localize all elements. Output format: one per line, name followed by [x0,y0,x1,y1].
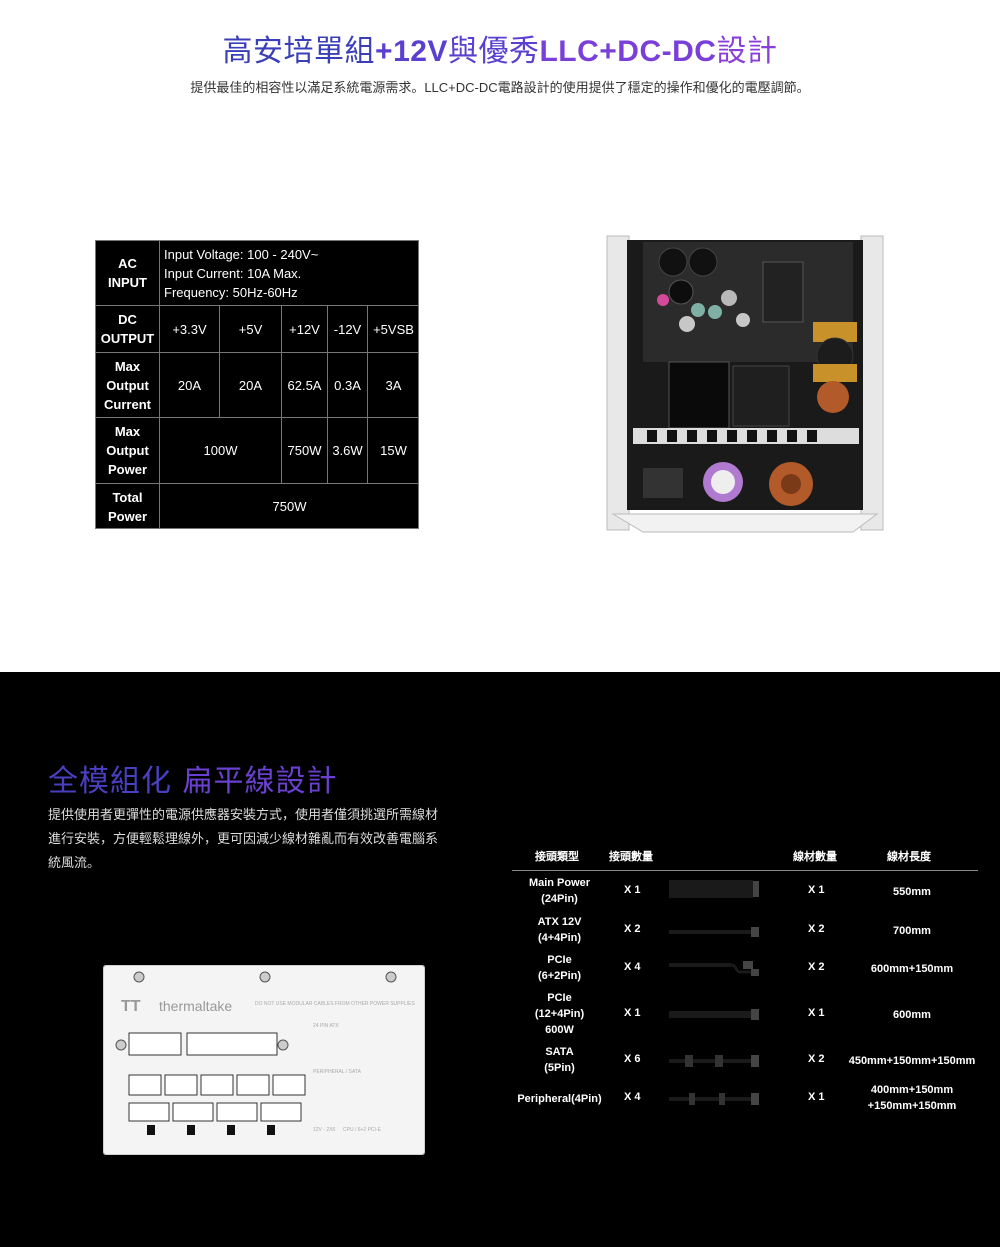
cable-length: 400mm+150mm +150mm+150mm [867,1084,957,1112]
cable-atx12v-image [669,927,759,937]
cable-24pin-image [669,880,759,898]
section-description-modular: 提供使用者更彈性的電源供應器安裝方式，使用者僅須挑選所需線材 進行安裝，方便輕鬆… [48,807,439,870]
connector-qty: X 6 [624,1053,641,1065]
header-cables: 線材數量 [793,851,837,863]
cable-length: 450mm+150mm+150mm [848,1055,976,1067]
cable-type: SATA (5Pin) [544,1046,575,1074]
rail-3v3: +3.3V [160,306,220,352]
modular-panel-photo: TT thermaltake DO NOT USE MODULAR CABLES… [103,965,425,1155]
cable-qty: X 1 [808,884,825,896]
cable-pcie-8pin-image [669,961,759,976]
cable-length: 600mm+150mm [870,963,954,975]
brand-name: thermaltake [159,998,232,1014]
cable-row: PCIe (6+2Pin) X 4 X 2 600mm+150mm [512,952,980,990]
label-cpu: CPU / 6+2 PCI-E [343,1127,382,1133]
cable-row: PCIe (12+4Pin) 600W X 1 X 1 600mm [512,990,980,1042]
cable-row: Peripheral(4Pin) X 4 X 1 400mm+150mm +15… [512,1082,980,1122]
connector-qty: X 4 [624,1091,641,1103]
total-power-value: 750W [272,499,307,514]
cable-qty: X 2 [808,961,825,973]
cable-qty: X 2 [808,1053,825,1065]
cable-row: ATX 12V (4+4Pin) X 2 X 2 700mm [512,914,980,952]
label-peripheral: PERIPHERAL / SATA [313,1069,362,1075]
cable-row: Main Power (24Pin) X 1 X 1 550mm [512,875,980,913]
section-subtitle-llc: 提供最佳的相容性以滿足系統電源需求。LLC+DC-DC電路設計的使用提供了穩定的… [190,80,810,95]
cable-qty: X 1 [808,1091,825,1103]
power-5vsb: 15W [380,443,407,458]
cable-type: ATX 12V (4+4Pin) [537,916,582,944]
cable-length: 600mm [893,1009,931,1021]
cable-type: Main Power (24Pin) [528,877,591,905]
connector-qty: X 4 [624,961,641,973]
cable-length: 550mm [893,886,931,898]
rail-n12v: -12V [328,306,368,352]
header-length: 線材長度 [887,851,931,863]
cable-type: PCIe (6+2Pin) [537,954,582,982]
cable-pcie-16pin-image [669,1009,759,1020]
psu-internal-photo [603,232,887,534]
connector-qty: X 1 [624,884,641,896]
cable-length: 700mm [893,925,931,937]
cable-row: SATA (5Pin) X 6 X 2 450mm+150mm+150mm [512,1044,980,1082]
cable-type: Peripheral(4Pin) [517,1093,602,1105]
brand-logo: TT [121,998,141,1015]
current-3v3: 20A [160,353,220,417]
current-12v: 62.5A [282,353,328,417]
current-5v: 20A [220,353,282,417]
header-qty: 接頭數量 [609,851,653,863]
power-n12v: 3.6W [328,418,368,483]
section-title-llc: 高安培單組+12V與優秀LLC+DC-DC設計 [222,35,778,68]
cable-type: PCIe (12+4Pin) 600W [534,992,585,1036]
cable-qty: X 2 [808,923,825,935]
label-24pin: 24 PIN ATX [313,1023,339,1029]
cable-qty: X 1 [808,1007,825,1019]
modular-section: 全模組化 扁平線設計 提供使用者更彈性的電源供應器安裝方式，使用者僅須挑選所需線… [0,672,1000,1247]
connector-qty: X 1 [624,1007,641,1019]
connector-qty: X 2 [624,923,641,935]
spec-ac-values: Input Voltage: 100 - 240V~ Input Current… [164,247,319,300]
power-12v: 750W [282,418,328,483]
section-title-modular: 全模組化 扁平線設計 [48,764,338,799]
current-5vsb: 3A [385,377,402,393]
label-12v: 12V - 2X6 [313,1127,335,1133]
warning-text: DO NOT USE MODULAR CABLES FROM OTHER POW… [255,1001,415,1007]
cable-sata-image [669,1055,759,1067]
header-divider [512,870,978,871]
cable-peripheral-image [669,1093,759,1105]
current-n12v: 0.3A [328,353,368,417]
llc-section: 高安培單組+12V與優秀LLC+DC-DC設計 提供最佳的相容性以滿足系統電源需… [95,35,887,534]
rail-12v: +12V [282,306,328,352]
power-combined: 100W [160,418,282,483]
rail-5v: +5V [220,306,282,352]
header-type: 接頭類型 [535,851,579,863]
rail-5vsb: +5VSB [373,321,414,337]
